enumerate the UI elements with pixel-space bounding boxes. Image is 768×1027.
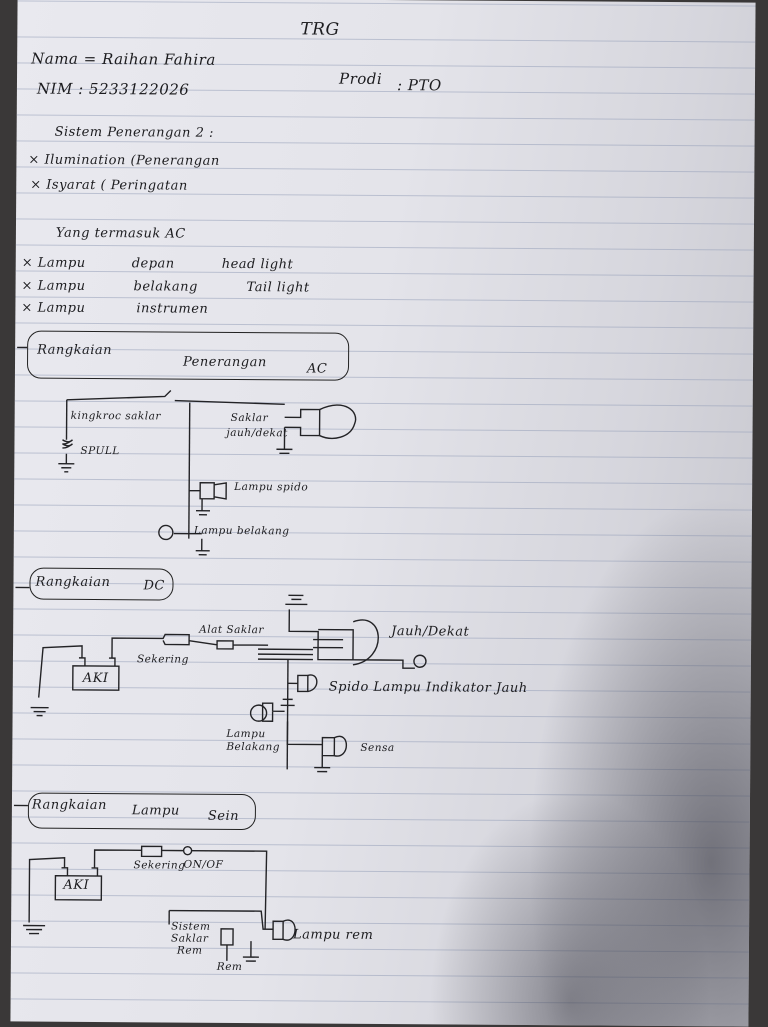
circuit-dc-diagram — [15, 586, 427, 773]
sein-label-saklar: Saklar — [170, 932, 209, 945]
notebook-page: TRG Nama = Raihan Fahira NIM : 523312202… — [10, 0, 756, 1027]
sein-label-rem-b: Rem — [216, 960, 243, 974]
sein-label-rem-a: Rem — [176, 944, 203, 957]
sein-label-lampu-rem: Lampu rem — [292, 927, 374, 943]
circuit-ac-diagram — [17, 346, 357, 556]
sein-label-sekering: Sekering — [133, 859, 186, 872]
sein-label-sistem: Sistem — [171, 920, 211, 933]
circuit-sein-diagram — [13, 804, 296, 962]
sein-label-aki: AKI — [63, 877, 90, 893]
sein-label-onoff: ON/OF — [183, 858, 224, 871]
